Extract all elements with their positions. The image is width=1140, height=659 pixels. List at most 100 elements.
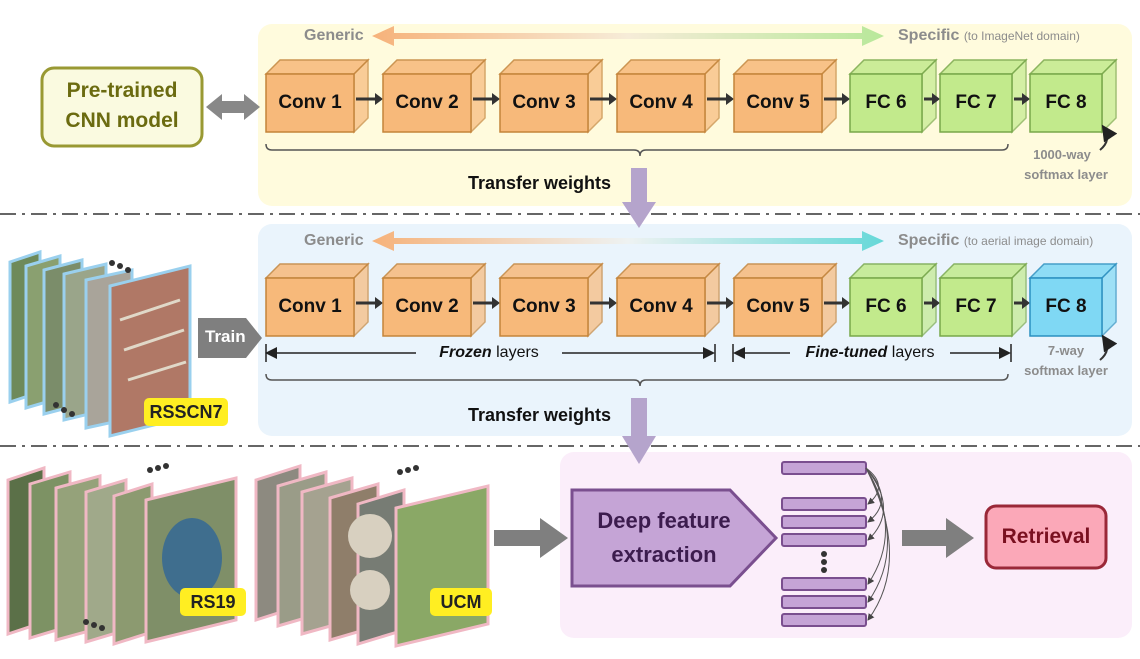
- row1-layer-2: [498, 58, 604, 134]
- row1-layer-label-3: Conv 4: [629, 92, 693, 113]
- pretrained-label-line1: Pre-trained: [66, 79, 178, 102]
- row2-layer-stack: [264, 262, 1118, 338]
- train-arrow: [198, 318, 262, 358]
- row2-layer-0: [264, 262, 370, 338]
- row1-layer-label-5: FC 6: [865, 92, 907, 113]
- row1-generic-label: Generic: [304, 27, 364, 44]
- row2-layer-2: [498, 262, 604, 338]
- row2-softmax-line1: 7-way: [1047, 343, 1085, 358]
- row1-layer-label-0: Conv 1: [278, 92, 342, 113]
- transfer-arrow-2: [622, 398, 656, 464]
- row1-layer-6: [938, 58, 1028, 134]
- row2-layer-5: [848, 262, 938, 338]
- extraction-label-line1: Deep feature: [597, 508, 731, 533]
- generic-specific-arrow-1: [372, 26, 884, 46]
- row1-layer-label-2: Conv 3: [512, 92, 576, 113]
- ucm-badge: UCM: [430, 588, 492, 616]
- train-label: Train: [205, 327, 246, 346]
- rsscn7-badge: RSSCN7: [144, 398, 228, 426]
- retrieval-box: [984, 504, 1108, 570]
- row1-layer-7: [1028, 58, 1118, 134]
- rsscn7-image-stack: [8, 249, 192, 438]
- row1-connector-5: [924, 93, 940, 105]
- retrieval-label: Retrieval: [1001, 525, 1091, 548]
- softmax-curl-row2: [1099, 334, 1118, 361]
- rs19-image-stack: [6, 465, 238, 647]
- row2-connector-4: [824, 297, 850, 309]
- ucm-image-stack: [254, 463, 490, 648]
- pretrained-model-box: [40, 66, 204, 148]
- row2-layer-label-6: FC 7: [955, 296, 997, 317]
- arrow-to-retrieval: [902, 518, 974, 558]
- row2-layer-1: [381, 262, 487, 338]
- row1-layer-label-6: FC 7: [955, 92, 997, 113]
- row2-layer-label-3: Conv 4: [629, 296, 693, 317]
- rs19-badge: RS19: [180, 588, 246, 616]
- row2-layer-label-4: Conv 5: [746, 296, 810, 317]
- row1-specific-note: (to ImageNet domain): [963, 29, 1080, 43]
- feature-connections: [865, 467, 890, 621]
- row1-layer-stack: [264, 58, 1118, 134]
- row1-layer-5: [848, 58, 938, 134]
- row2-connector-5: [924, 297, 940, 309]
- finetuned-layers-label: Fine-tuned layers: [806, 345, 935, 361]
- generic-specific-arrow-2: [372, 231, 884, 251]
- row1-specific-word: Specific: [898, 27, 960, 44]
- rsscn7-dots: [53, 260, 131, 417]
- row1-softmax-line2: softmax layer: [1024, 167, 1108, 182]
- row2-connector-1: [473, 297, 500, 309]
- row2-layer-6: [938, 262, 1028, 338]
- row2-layer-label-1: Conv 2: [395, 296, 459, 317]
- finetuned-em: Fine-tuned: [805, 344, 888, 361]
- row1-connector-2: [590, 93, 617, 105]
- row1-connector-3: [707, 93, 734, 105]
- row1-softmax-line1: 1000-way: [1033, 147, 1091, 162]
- row2-layer-label-2: Conv 3: [512, 296, 576, 317]
- transfer-weights-label-2: Transfer weights: [468, 405, 612, 425]
- row2-layer-label-5: FC 6: [865, 296, 907, 317]
- row1-connector-0: [356, 93, 383, 105]
- row1-layer-label-1: Conv 2: [395, 92, 459, 113]
- frozen-em: Frozen: [439, 344, 492, 361]
- rs19-dots: [83, 463, 169, 631]
- row2-layer-7: [1028, 262, 1118, 338]
- transfer-arrow-1: [622, 168, 656, 228]
- deep-feature-extraction-box: [570, 488, 779, 588]
- row2-connector-6: [1014, 297, 1030, 309]
- row2-softmax-line2: softmax layer: [1024, 363, 1108, 378]
- row2-connector-2: [590, 297, 617, 309]
- row1-layer-3: [615, 58, 721, 134]
- ucm-dots: [397, 465, 419, 475]
- row2-connector-3: [707, 297, 734, 309]
- row1-connector-6: [1014, 93, 1030, 105]
- row1-connector-1: [473, 93, 500, 105]
- row1-connector-4: [824, 93, 850, 105]
- row1-layer-1: [381, 58, 487, 134]
- row1-layer-label-7: FC 8: [1045, 92, 1087, 113]
- feature-dots: [821, 551, 827, 573]
- frozen-layers-label: Frozen layers: [439, 345, 539, 361]
- row2-connector-0: [356, 297, 383, 309]
- row2-layer-3: [615, 262, 721, 338]
- row1-specific-label: Specific (to ImageNet domain): [898, 28, 1080, 44]
- row2-specific-word: Specific: [898, 232, 960, 249]
- row1-layer-label-4: Conv 5: [746, 92, 810, 113]
- brace-row1: [265, 143, 1009, 157]
- row2-layer-label-7: FC 8: [1045, 296, 1087, 317]
- brace-row2: [265, 373, 1009, 387]
- extraction-label-line2: extraction: [611, 542, 717, 567]
- bidirectional-arrow: [206, 94, 260, 120]
- feature-vectors: [781, 461, 867, 627]
- frozen-rest: layers: [491, 344, 539, 361]
- pretrained-label-line2: CNN model: [65, 109, 179, 132]
- softmax-curl-row1: [1099, 124, 1118, 151]
- transfer-weights-label-1: Transfer weights: [468, 173, 612, 193]
- row1-layer-0: [264, 58, 370, 134]
- row2-generic-label: Generic: [304, 232, 364, 249]
- finetuned-rest: layers: [887, 344, 935, 361]
- row2-layer-label-0: Conv 1: [278, 296, 342, 317]
- arrow-to-extraction: [494, 518, 568, 558]
- row2-specific-label: Specific (to aerial image domain): [898, 233, 1093, 249]
- row2-layer-4: [732, 262, 838, 338]
